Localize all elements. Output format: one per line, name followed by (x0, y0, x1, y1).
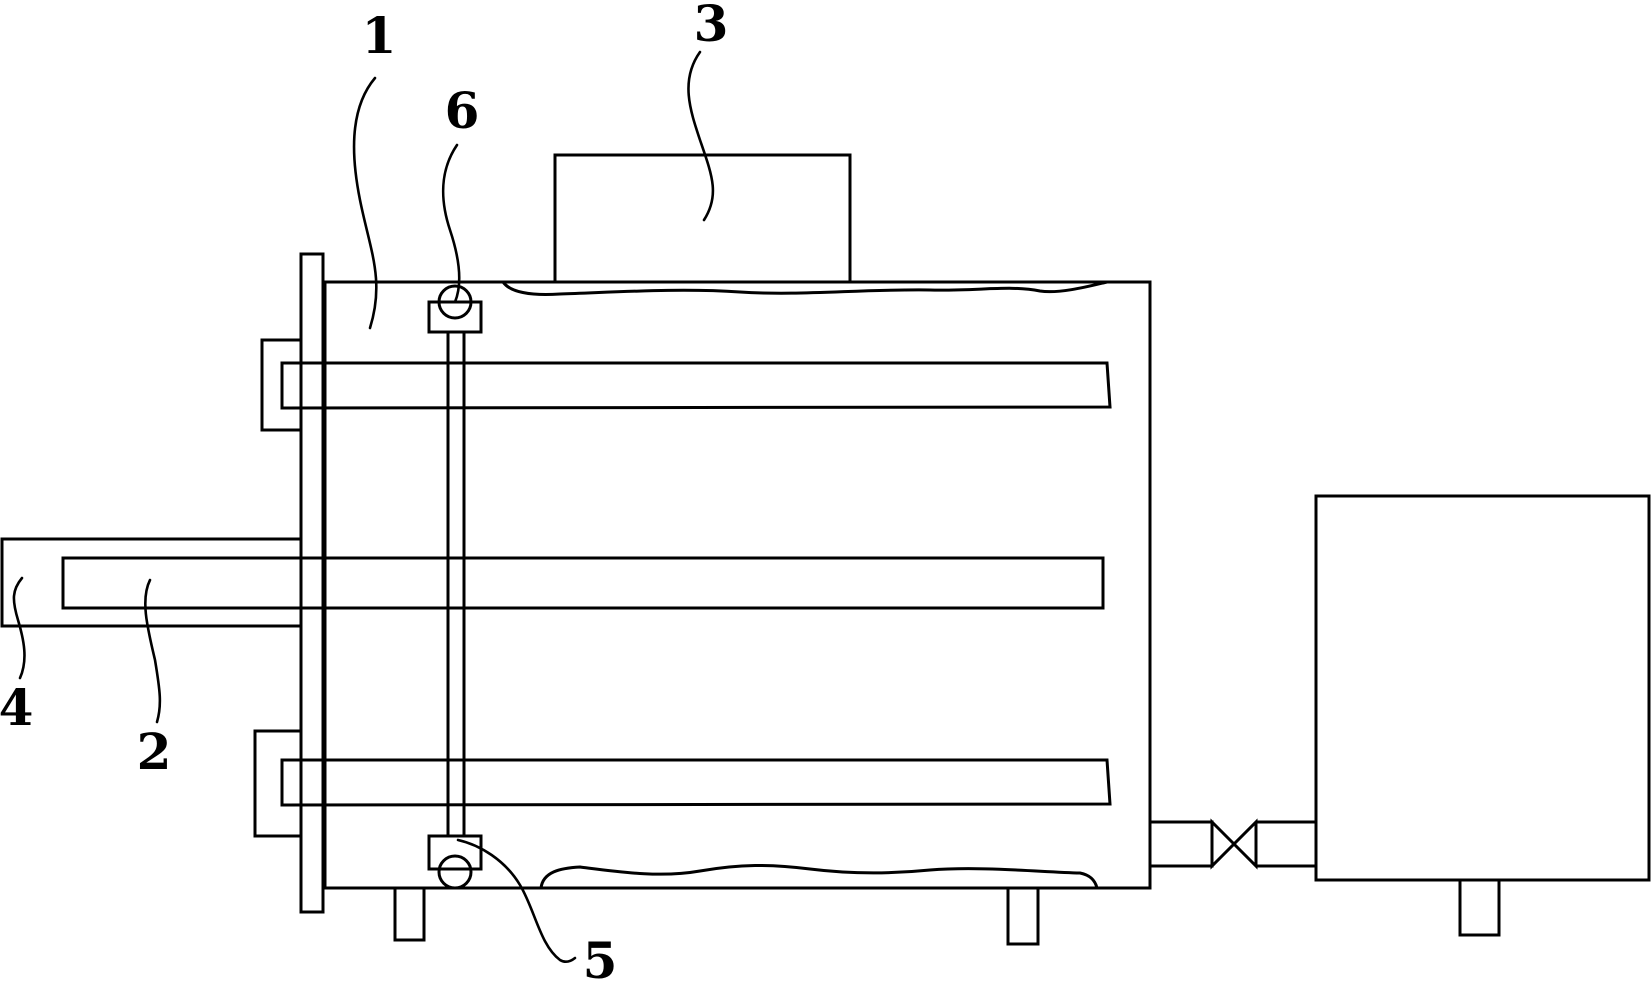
leader-line-2 (144, 578, 162, 724)
label-2: 2 (137, 722, 172, 781)
leader-line-1 (352, 76, 378, 330)
side-tank (1314, 494, 1651, 882)
right-pipe-segment (1256, 820, 1316, 868)
label-6: 6 (445, 81, 480, 140)
bottom-wavy-line (539, 863, 1099, 889)
upper-left-bracket (260, 338, 301, 432)
label-5: 5 (583, 931, 618, 986)
housing-right-foot (1006, 888, 1040, 946)
bottom-roller (437, 854, 473, 890)
middle-shelf (61, 556, 1105, 610)
top-roller (437, 284, 473, 320)
outer-sleeve (0, 537, 301, 628)
housing-left-foot (393, 888, 426, 942)
bottom-roller-block (427, 834, 483, 871)
leader-line-5 (456, 838, 577, 964)
vertical-frame-bar (299, 252, 325, 914)
side-tank-foot (1458, 880, 1501, 937)
valve (1210, 818, 1258, 870)
leader-line-6 (441, 143, 461, 304)
lower-shelf (280, 758, 1112, 807)
label-1: 1 (362, 6, 397, 65)
left-pipe-segment (1150, 820, 1214, 868)
leader-line-3 (687, 50, 715, 222)
lower-left-bracket (253, 729, 301, 838)
label-3: 3 (694, 0, 729, 53)
leader-line-4 (12, 576, 26, 680)
top-wavy-line (501, 280, 1108, 296)
upper-shelf (280, 361, 1112, 410)
label-4: 4 (0, 678, 33, 737)
top-unit (553, 153, 852, 284)
